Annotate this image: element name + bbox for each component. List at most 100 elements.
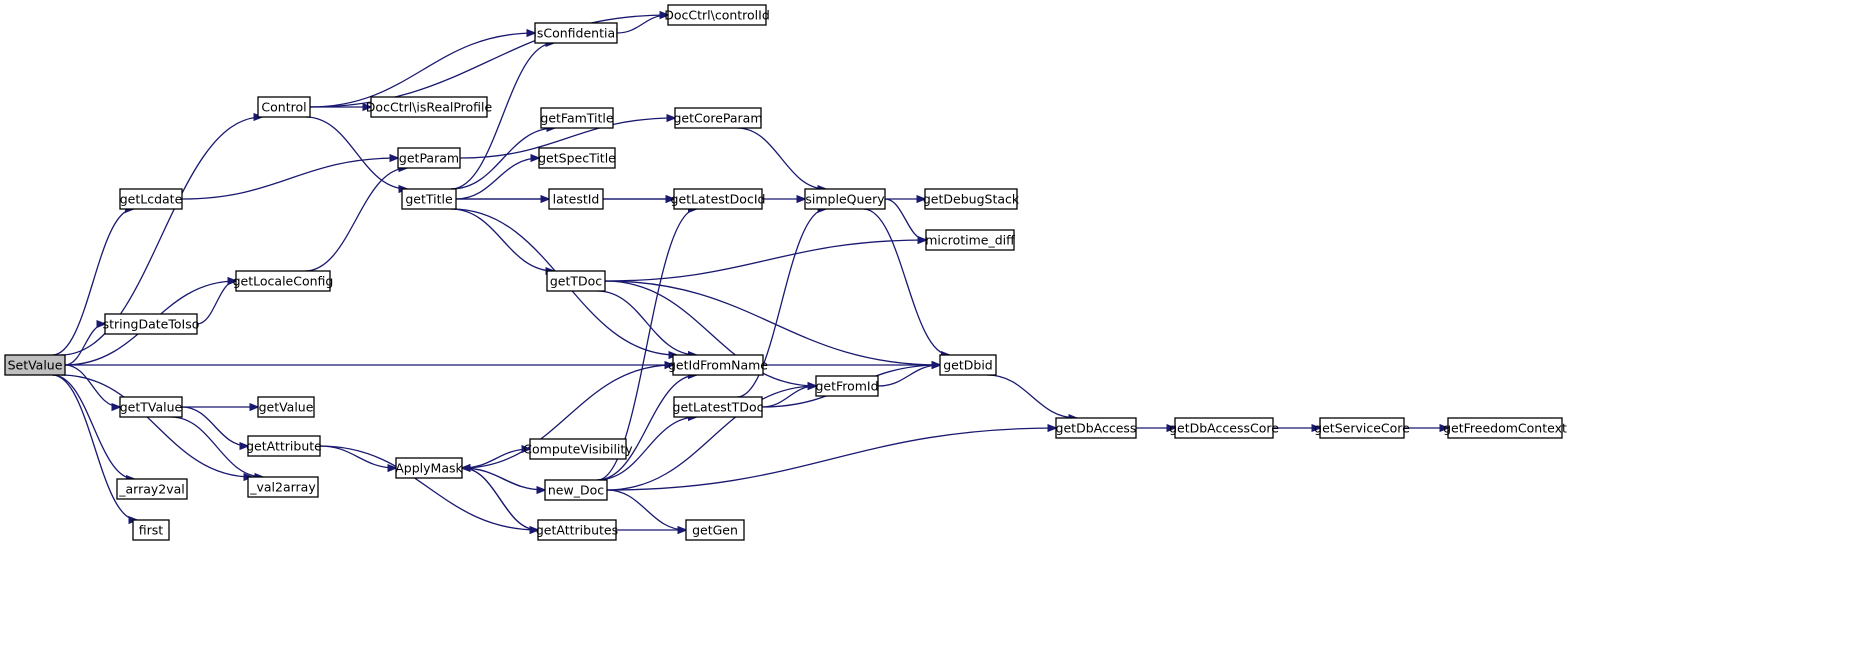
node-label: getDbAccess: [1056, 421, 1137, 436]
node-get-gen[interactable]: getGen: [685, 519, 745, 541]
node-get-tvalue[interactable]: getTValue: [119, 396, 183, 418]
node-label: getTDoc: [550, 274, 602, 289]
node-doc-ctrlcontrol-id[interactable]: DocCtrl\controlId: [664, 4, 770, 26]
node-string-date-to-iso[interactable]: stringDateToIso: [103, 313, 200, 335]
node-is-confidential[interactable]: isConfidential: [533, 22, 619, 44]
node-box: [548, 188, 604, 210]
node-control[interactable]: Control: [257, 96, 311, 118]
node-get-spec-title[interactable]: getSpecTitle: [538, 147, 616, 169]
node-box: [119, 396, 183, 418]
edge-get-title-to-get-spec-title: [455, 158, 539, 200]
edge-apply-mask-to-get-id-from-name: [461, 365, 673, 469]
node-label: getDbAccessCore: [1169, 421, 1279, 436]
node-microtime-diff[interactable]: microtime_diff: [925, 229, 1015, 251]
node-box: [673, 188, 763, 210]
node-compute-visibility[interactable]: ComputeVisibility: [523, 438, 633, 460]
node-get-dbid[interactable]: getDbid: [939, 354, 997, 376]
node-get-core-param[interactable]: getCoreParam: [673, 107, 763, 129]
node-label: _val2array: [249, 480, 316, 495]
node-get-param[interactable]: getParam: [397, 147, 461, 169]
node-box: [538, 147, 616, 169]
node-label: getLcdate: [120, 192, 183, 207]
node-get-attribute[interactable]: getAttribute: [246, 435, 322, 457]
node-label: getTValue: [120, 400, 183, 415]
node-get-debug-stack[interactable]: getDebugStack: [923, 188, 1020, 210]
node-label: getGen: [692, 523, 738, 538]
node-box: [1447, 417, 1563, 439]
node-get-freedom-context[interactable]: getFreedomContext: [1443, 417, 1567, 439]
edge-set-value-to-control: [60, 117, 262, 356]
node-get-db-access[interactable]: getDbAccess: [1055, 417, 1137, 439]
node-label: getServiceCore: [1314, 421, 1410, 436]
edge-get-lcdate-to-get-param: [181, 158, 398, 200]
edge-get-attribute-to-apply-mask: [319, 445, 396, 468]
node-get-locale-config[interactable]: getLocaleConfig: [233, 270, 334, 292]
node-label: getAttributes: [536, 523, 618, 538]
node-simple-query[interactable]: simpleQuery: [804, 188, 886, 210]
edge-get-tdoc-to-get-from-id: [604, 280, 816, 386]
node-label: ComputeVisibility: [523, 442, 633, 457]
node-box: [540, 107, 614, 129]
node-get-db-access-core[interactable]: getDbAccessCore: [1169, 417, 1279, 439]
node-box: [4, 354, 66, 376]
node-label: getFromId: [815, 379, 878, 394]
node-apply-mask[interactable]: ApplyMask: [395, 457, 463, 479]
node-label: first: [139, 523, 164, 538]
node-doc-ctrlis-real-profile[interactable]: DocCtrl\isRealProfile: [366, 96, 493, 118]
edge-set-value-to-get-lcdate: [52, 209, 133, 356]
edge-apply-mask-to-compute-visibility: [461, 449, 530, 469]
node-get-latest-tdoc[interactable]: getLatestTDoc: [673, 396, 764, 418]
node-label: getDebugStack: [923, 192, 1020, 207]
edge-new-doc-to-get-gen: [606, 489, 686, 530]
node-get-value[interactable]: getValue: [257, 396, 315, 418]
edge-control-to-get-title: [305, 116, 408, 189]
node-box: [1319, 417, 1405, 439]
node-box: [924, 188, 1018, 210]
node-get-tdoc[interactable]: getTDoc: [546, 270, 606, 292]
edge-control-to-is-confidential: [309, 33, 535, 108]
edge-get-tvalue-to-val2array: [170, 416, 263, 477]
node-box: [401, 188, 457, 210]
edge-get-tvalue-to-get-attribute: [181, 406, 248, 446]
node-box: [119, 188, 183, 210]
edge-set-value-to-val2array: [60, 374, 252, 477]
node-label: getDbid: [943, 358, 993, 373]
node-get-attributes[interactable]: getAttributes: [536, 519, 618, 541]
edge-set-value-to-first: [52, 374, 137, 520]
edge-string-date-to-iso-to-get-locale-config: [196, 281, 236, 325]
nodes: SetValue Control getLcdate getLocaleConfig s…: [4, 4, 1567, 541]
node-first[interactable]: first: [132, 519, 170, 541]
edge-set-value-to-get-tvalue: [64, 364, 120, 407]
edge-get-title-to-get-fam-title: [451, 128, 555, 190]
node-label: isConfidential: [533, 26, 618, 41]
node-set-value[interactable]: SetValue: [4, 354, 66, 376]
node-label: stringDateToIso: [103, 317, 200, 332]
node-box: [685, 519, 745, 541]
edge-is-confidential-to-doc-ctrlcontrol-id: [616, 15, 668, 34]
node-get-latest-doc-id[interactable]: getLatestDocId: [671, 188, 766, 210]
node-box: [804, 188, 886, 210]
edge-get-latest-tdoc-to-simple-query: [736, 209, 826, 398]
node-label: getValue: [259, 400, 314, 415]
edge-new-doc-to-get-id-from-name: [597, 375, 696, 481]
node-label: Control: [261, 100, 306, 115]
node-box: [546, 270, 606, 292]
edge-get-attribute-to-get-attributes: [319, 445, 538, 530]
node-box: [544, 479, 608, 501]
node-get-service-core[interactable]: getServiceCore: [1314, 417, 1410, 439]
node-box: [673, 396, 763, 418]
edge-new-doc-to-get-latest-doc-id: [597, 209, 696, 481]
node-label: getLatestTDoc: [673, 400, 764, 415]
node-get-title[interactable]: getTitle: [401, 188, 457, 210]
node-label: getSpecTitle: [538, 151, 616, 166]
node-get-id-from-name[interactable]: getIdFromName: [668, 354, 768, 376]
node-label: simpleQuery: [805, 192, 885, 207]
node-latest-id[interactable]: latestId: [548, 188, 604, 210]
node-get-fam-title[interactable]: getFamTitle: [540, 107, 614, 129]
node-new-doc[interactable]: new_Doc: [544, 479, 608, 501]
node-array2val[interactable]: _array2val: [116, 478, 188, 500]
node-get-from-id[interactable]: getFromId: [815, 375, 879, 397]
node-get-lcdate[interactable]: getLcdate: [119, 188, 183, 210]
node-box: [815, 375, 879, 397]
node-val2array[interactable]: _val2array: [247, 476, 319, 498]
